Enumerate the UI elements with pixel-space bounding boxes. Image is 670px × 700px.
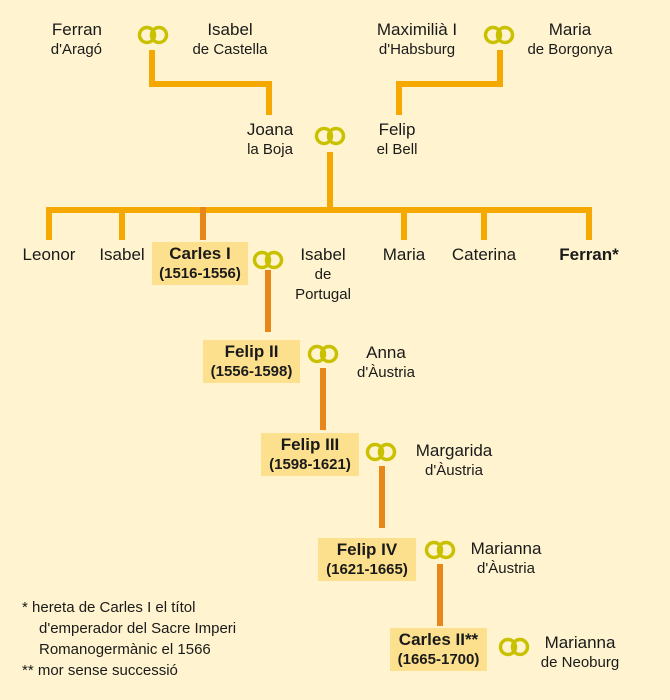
spouse-marianna-de-neoburg: Marianna de Neoburg	[540, 633, 620, 671]
child-isabel: Isabel	[99, 245, 145, 264]
wedding-rings-icon	[365, 442, 397, 462]
wedding-rings-icon	[137, 25, 169, 45]
ruler-years: (1621-1665)	[326, 561, 408, 578]
child-leonor: Leonor	[22, 245, 76, 264]
ruler-years: (1665-1700)	[397, 651, 480, 668]
footnote-star-line-3: Romanogermànic el 1566	[39, 641, 211, 658]
spouse-margarida-daustria: Margarida d'Àustria	[415, 441, 493, 479]
child-caterina: Caterina	[451, 245, 517, 264]
person-ferran-darago: Ferran d'Aragó	[50, 20, 102, 58]
ruler-carles-i: Carles I (1516-1556)	[152, 242, 248, 285]
ruler-felip-ii: Felip II (1556-1598)	[203, 340, 300, 383]
footnote-star-line-1: * hereta de Carles I el títol	[22, 599, 196, 616]
ruler-name: Felip II	[224, 342, 279, 361]
ruler-felip-iv: Felip IV (1621-1665)	[318, 538, 416, 581]
spouse-anna-daustria: Anna d'Àustria	[357, 343, 415, 381]
wedding-rings-icon	[424, 540, 456, 560]
ruler-name: Carles II**	[398, 630, 479, 649]
wedding-rings-icon	[252, 250, 284, 270]
person-isabel-de-castella: Isabel de Castella	[192, 20, 268, 58]
spouse-isabel-de-portugal: Isabel de Portugal	[295, 245, 351, 303]
wedding-rings-icon	[314, 126, 346, 146]
person-maximilia-dhabsburg: Maximilià I d'Habsburg	[376, 20, 458, 58]
wedding-rings-icon	[307, 344, 339, 364]
footnote-star-line-2: d'emperador del Sacre Imperi	[39, 620, 237, 637]
ruler-carles-ii: Carles II** (1665-1700)	[390, 628, 487, 671]
person-joana-la-boja: Joana la Boja	[246, 120, 294, 158]
wedding-rings-icon	[483, 25, 515, 45]
person-maria-de-borgonya: Maria de Borgonya	[527, 20, 613, 58]
ruler-years: (1556-1598)	[210, 363, 293, 380]
ruler-years: (1516-1556)	[159, 265, 241, 282]
child-maria: Maria	[382, 245, 426, 264]
footnote-double-star: ** mor sense successió	[22, 662, 178, 679]
ruler-name: Carles I	[169, 244, 231, 263]
ruler-felip-iii: Felip III (1598-1621)	[261, 433, 359, 476]
wedding-rings-icon	[498, 637, 530, 657]
person-felip-el-bell: Felip el Bell	[376, 120, 418, 158]
ruler-years: (1598-1621)	[269, 456, 351, 473]
child-ferran: Ferran*	[559, 245, 619, 264]
ruler-name: Felip III	[280, 435, 340, 454]
spouse-marianna-daustria: Marianna d'Àustria	[470, 539, 542, 577]
ruler-name: Felip IV	[336, 540, 398, 559]
